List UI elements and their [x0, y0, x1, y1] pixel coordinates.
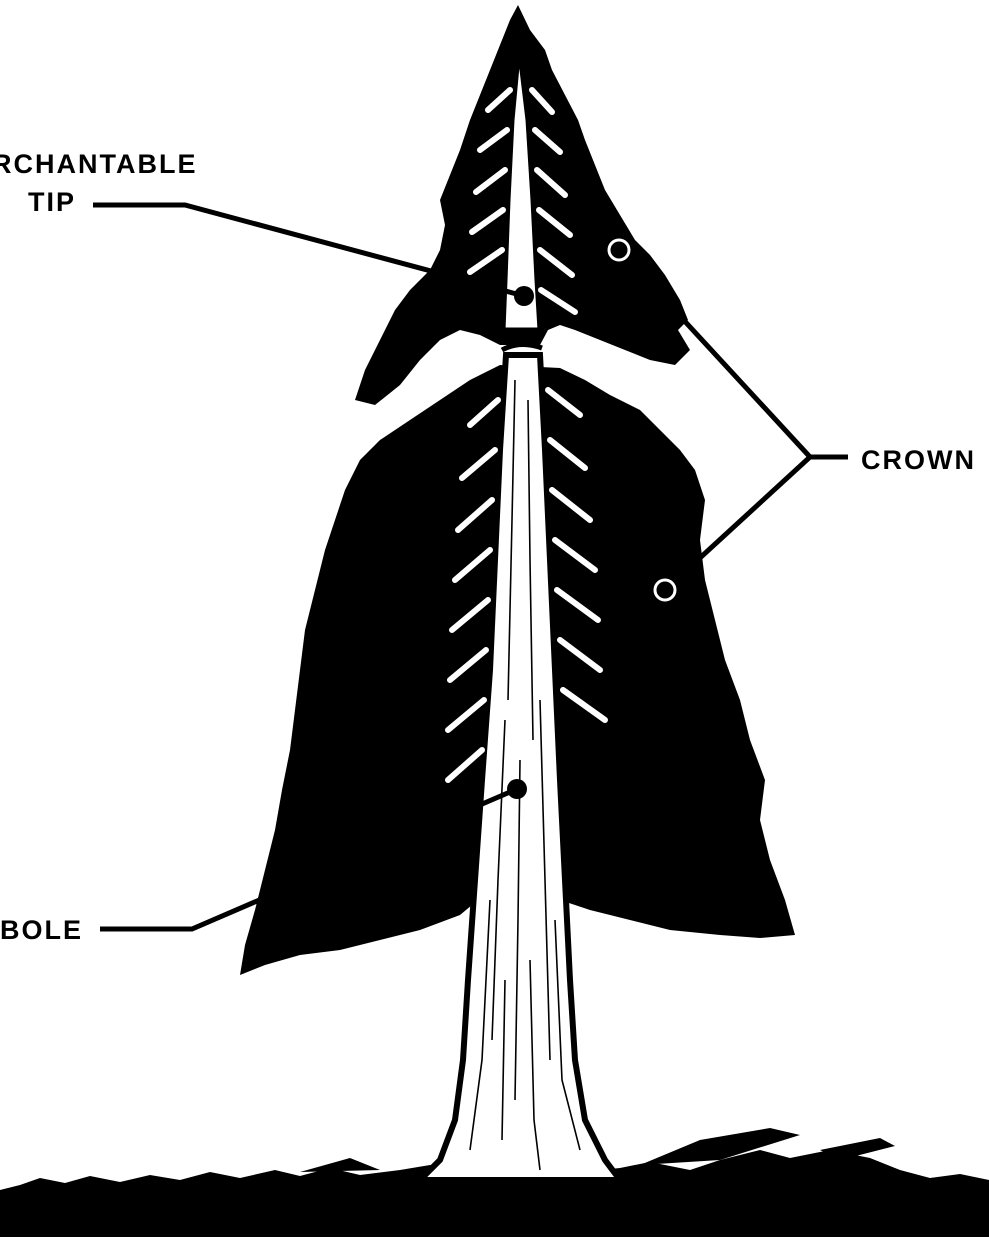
crown-label: CROWN — [861, 447, 976, 474]
unmerchantable-tip-label-line2: TIP — [28, 189, 76, 216]
tip-dot — [514, 286, 534, 306]
cut-line — [502, 344, 542, 350]
unmerchantable-tip-label-line1: RCHANTABLE — [0, 151, 197, 178]
bole-dot — [507, 779, 527, 799]
crown-dot-upper — [609, 240, 629, 260]
crown-dot-lower — [655, 580, 675, 600]
bole-label: BOLE — [0, 917, 83, 944]
